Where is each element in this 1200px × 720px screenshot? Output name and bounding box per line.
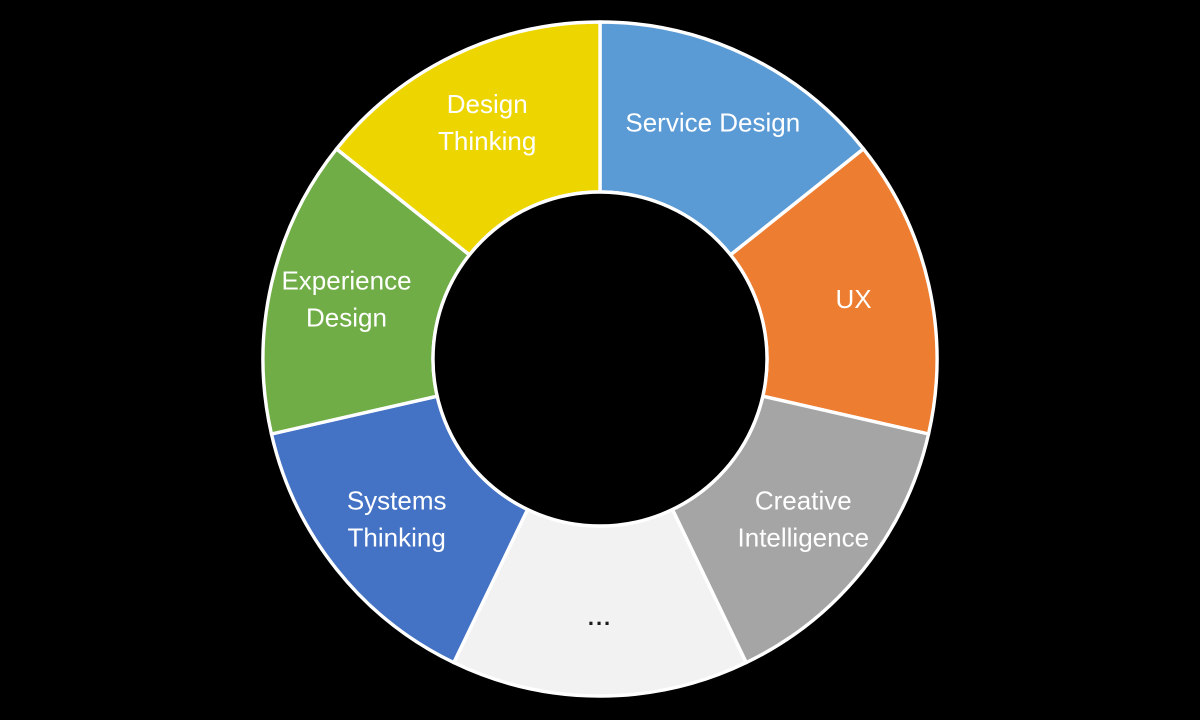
- slice-label-line: Design: [447, 89, 528, 119]
- slice-label-line: ...: [588, 605, 612, 630]
- slice-label-ux: UX: [835, 284, 871, 314]
- slice-label-service-design: Service Design: [625, 108, 800, 138]
- slice-label-line: Design: [306, 303, 387, 333]
- slice-label-line: Thinking: [348, 522, 446, 552]
- slice-label-line: UX: [835, 284, 871, 314]
- slice-layer: [261, 20, 939, 698]
- donut-center-hub: [431, 190, 769, 528]
- slice-label-ellipsis: ...: [588, 605, 612, 630]
- slice-label-line: Intelligence: [738, 522, 870, 552]
- slice-label-line: Thinking: [438, 126, 536, 156]
- slice-label-line: Creative: [755, 485, 852, 515]
- slice-label-line: Service Design: [625, 108, 800, 138]
- slice-label-line: Experience: [281, 266, 411, 296]
- slice-label-line: Systems: [347, 485, 447, 515]
